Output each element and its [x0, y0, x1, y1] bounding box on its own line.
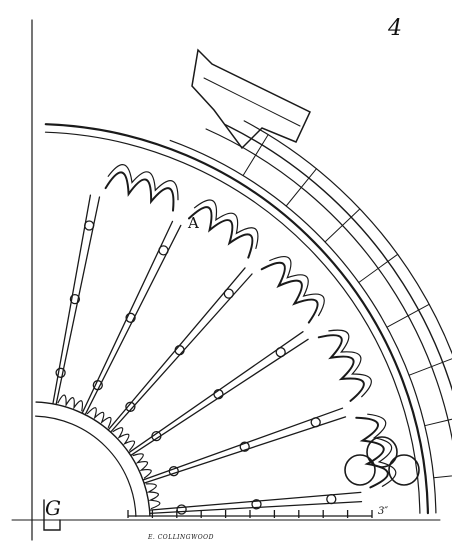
- colonnette-shaft: [128, 331, 304, 454]
- hub-cusp: [145, 483, 161, 510]
- colonnette-shaft: [149, 500, 363, 515]
- cusped-arch-inner: [193, 199, 259, 249]
- cusped-arch-inner: [328, 329, 372, 398]
- ring-joint: [358, 253, 399, 283]
- shaft-ring: [151, 430, 162, 442]
- cusped-arch-inner: [269, 256, 325, 317]
- outer-moulding-arc: [243, 120, 452, 355]
- ring-joint: [242, 134, 269, 176]
- cusped-arch: [188, 206, 254, 259]
- trefoil-lobe: [388, 454, 420, 486]
- colonnette-shaft: [148, 491, 362, 511]
- hub-outer-arc: [35, 401, 151, 517]
- ring-joint: [408, 358, 452, 376]
- shaft-ring: [326, 493, 337, 505]
- cusped-arch: [260, 261, 319, 324]
- plate-number: 4: [388, 16, 402, 41]
- colonnette-shaft: [55, 196, 101, 406]
- artist-signature: E. COLLINGWOOD: [148, 534, 214, 541]
- shaft-ring: [125, 401, 136, 412]
- shaft-ring: [176, 504, 187, 515]
- shaft-ring: [223, 288, 234, 299]
- hub-cusp: [132, 453, 152, 479]
- shaft-ring: [158, 245, 169, 256]
- shaft-ring: [69, 293, 81, 305]
- tracery-inner-arc: [44, 131, 421, 514]
- hub-cusp: [86, 407, 112, 428]
- cusped-arch: [104, 171, 175, 212]
- trefoil-lobe: [366, 436, 398, 468]
- scale-bar: [127, 510, 373, 518]
- ring-joint: [285, 168, 317, 207]
- ring-joint: [386, 303, 430, 328]
- shaft-ring: [251, 499, 262, 510]
- hub-cusp: [57, 394, 84, 412]
- scale-end-label: 3″: [378, 506, 389, 517]
- colonnette-shaft: [84, 224, 182, 416]
- shaft-ring: [84, 220, 95, 231]
- shaft-ring: [174, 345, 185, 356]
- tracery-outer-arc: [44, 123, 429, 515]
- corner-bracket: [43, 499, 61, 531]
- outer-ring-inner-arc: [205, 128, 452, 442]
- detail-label-a: A: [188, 214, 199, 232]
- cusped-arch: [317, 334, 365, 402]
- shaft-ring: [55, 367, 66, 378]
- shaft-ring: [168, 466, 179, 477]
- corner-mark-label: G: [45, 496, 61, 520]
- voussoir-joint: [203, 77, 301, 127]
- cusped-arch: [355, 416, 389, 489]
- ring-joint: [433, 475, 452, 479]
- shaft-ring: [92, 380, 103, 391]
- cusped-arch-inner: [367, 413, 397, 487]
- colonnette-shaft: [142, 407, 344, 481]
- shaft-ring: [239, 441, 250, 452]
- outer-ring-arc: [224, 123, 452, 392]
- shaft-ring: [275, 347, 286, 358]
- drawing-linework: [11, 19, 452, 541]
- ring-joint: [424, 418, 452, 427]
- hub-inner-arc: [35, 415, 137, 517]
- cusped-arch-inner: [107, 164, 179, 201]
- hub-cusp: [112, 427, 136, 451]
- stone-ring-arc: [169, 139, 437, 514]
- shaft-ring: [213, 389, 224, 400]
- ring-joint: [324, 208, 361, 243]
- shaft-ring: [310, 417, 321, 428]
- shaft-ring: [125, 312, 136, 323]
- detached-voussoir-block: [191, 48, 311, 150]
- trefoil-lobe: [344, 454, 376, 486]
